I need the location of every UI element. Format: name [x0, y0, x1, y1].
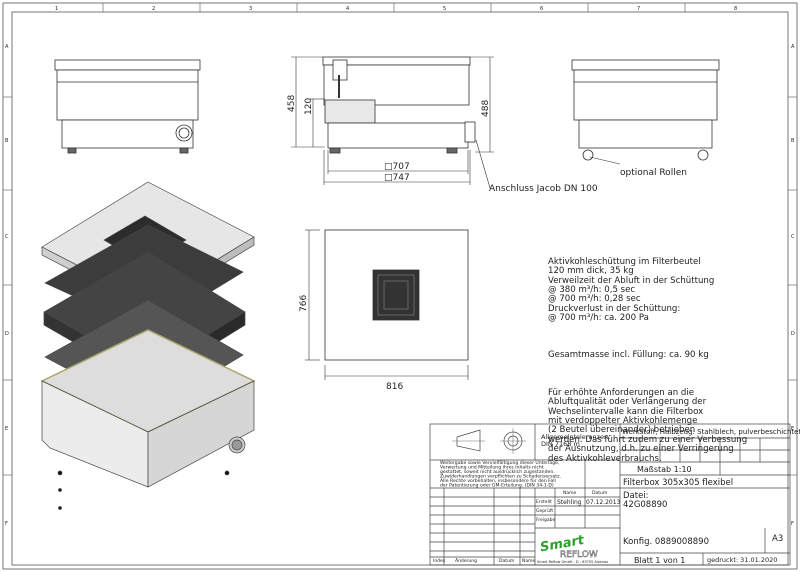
note-line: werden. Das führt zudem zu einer Verbess…	[548, 434, 748, 445]
title-block	[429, 423, 791, 566]
drawing-title: Filterbox 305x305 flexibel	[623, 478, 733, 488]
note-line: @ 700 m³/h: ca. 200 Pa	[548, 313, 649, 324]
col-date: Datum	[592, 490, 607, 496]
side-section-view	[291, 56, 494, 189]
note-line: Wechselintervalle kann die Filterbox	[548, 406, 704, 417]
dim-707: □707	[384, 162, 410, 172]
row-label: D	[791, 331, 795, 337]
file-label: Datei:	[623, 491, 649, 501]
dim-488: 488	[481, 100, 491, 117]
note-line: Verweilzeit der Abluft in der Schüttung	[548, 275, 715, 286]
note-line: (2 Beutel übereinander) betrieben	[548, 425, 696, 436]
copyright-line: der Patentierung oder GM-Erteilung. (DIN…	[440, 483, 554, 489]
copyright-line: gestattet, soweit nicht ausdrücklich zug…	[440, 469, 555, 475]
sheet-format: A3	[772, 534, 783, 544]
col-label: 2	[152, 6, 155, 12]
rev-index: Index	[433, 558, 446, 564]
note-line: Für erhöhte Anforderungen an die	[548, 387, 695, 398]
back-view	[571, 59, 720, 165]
outlet-label: Anschluss Jacob DN 100	[489, 184, 598, 194]
rev-date: Datum	[499, 558, 514, 564]
rev-name: Name	[522, 558, 536, 564]
exploded-isometric-view	[40, 181, 256, 510]
frame-labels: 1 2 3 4 5 6 7 8 A B C D E F A B C D E F	[5, 6, 795, 527]
note-line: 120 mm dick, 35 kg	[548, 266, 634, 277]
col-name: Name	[563, 490, 577, 496]
note-line: Druckverlust in der Schüttung:	[548, 303, 681, 314]
config: Konfig. 0889008890	[623, 537, 709, 547]
row-label: E	[791, 426, 794, 432]
side-view-dimensions: 458 120 488 □707 □747 Anschluss Jacob DN…	[287, 95, 598, 194]
scale: Maßstab 1:10	[637, 465, 692, 474]
note-line: Abluftqualität oder Verlängerung der	[548, 397, 707, 408]
row-released: Freigabe	[536, 517, 556, 523]
note-line: Aktivkohleschüttung im Filterbeutel	[548, 256, 701, 267]
col-label: 7	[637, 6, 640, 12]
row-label: B	[5, 138, 9, 144]
row-label: E	[5, 426, 8, 432]
row-label: F	[791, 521, 794, 527]
col-label: 6	[540, 6, 543, 12]
col-label: 5	[443, 6, 446, 12]
row-label: C	[5, 234, 9, 240]
col-label: 3	[249, 6, 252, 12]
created-name: Stehling	[557, 499, 582, 506]
dim-766: 766	[299, 295, 309, 312]
company-address: Smart Reflow GmbH - D - 63755 Alzenau	[537, 560, 608, 564]
tolerances-value: DIN 7168 m	[541, 440, 580, 448]
title-block-text: Allgemeintoleranzen: DIN 7168 m Weiterga…	[433, 428, 800, 565]
material: Werkstoff, Halbzeug: Stahlblech, pulverb…	[622, 428, 800, 436]
row-created: Erstellt	[536, 499, 552, 505]
top-view	[305, 229, 469, 380]
logo-reflow: REFLOW	[560, 550, 598, 560]
recommendation-block: Für erhöhte Anforderungen an die Abluftq…	[548, 387, 748, 464]
dim-747: □747	[384, 173, 410, 183]
total-mass: Gesamtmasse incl. Füllung: ca. 90 kg	[548, 350, 709, 361]
wheels-label: optional Rollen	[620, 168, 687, 178]
smart-reflow-logo: Smart REFLOW	[539, 533, 598, 560]
copyright-line: Alle Rechte vorbehalten, insbesondere fü…	[440, 478, 556, 484]
front-view	[54, 59, 201, 154]
copyright-line: Weitergabe sowie Vervielfältigung dieser…	[440, 460, 560, 466]
row-checked: Geprüft	[536, 508, 553, 514]
copyright-line: Verwertung und Mitteilung ihres Inhalts …	[440, 465, 544, 471]
printed-date: gedruckt: 31.01.2020	[707, 556, 777, 564]
technical-notes: Aktivkohleschüttung im Filterbeutel 120 …	[548, 239, 747, 482]
row-label: B	[791, 138, 795, 144]
note-line: @ 700 m³/h: 0,28 sec	[548, 294, 641, 305]
fill-spec-block: Aktivkohleschüttung im Filterbeutel 120 …	[548, 256, 747, 324]
row-label: A	[5, 44, 9, 50]
created-date: 07.12.2013	[586, 499, 621, 506]
row-label: A	[791, 44, 795, 50]
col-label: 4	[346, 6, 349, 12]
row-label: D	[5, 331, 9, 337]
col-label: 1	[55, 6, 58, 12]
dim-120: 120	[304, 98, 314, 115]
tolerances-label: Allgemeintoleranzen:	[541, 433, 610, 441]
sheet-number: Blatt 1 von 1	[634, 556, 685, 565]
col-label: 8	[734, 6, 737, 12]
row-label: F	[5, 521, 8, 527]
copyright-line: Zuwiderhandlungen verpflichten zu Schade…	[440, 474, 561, 480]
note-line: des Aktivkohleverbrauchs.	[548, 453, 662, 464]
file-value: 42G08890	[623, 500, 667, 510]
top-view-dimensions: 816 766	[299, 295, 403, 392]
rev-change: Änderung	[455, 557, 477, 564]
note-line: mit verdoppelter Aktivkohlemenge	[548, 415, 698, 426]
row-label: C	[791, 234, 795, 240]
note-line: der Ausnutzung, d.h. zu einer Verringeru…	[548, 444, 734, 455]
dim-458: 458	[287, 95, 297, 112]
note-line: @ 380 m³/h: 0,5 sec	[548, 285, 636, 296]
dim-816: 816	[386, 382, 403, 392]
